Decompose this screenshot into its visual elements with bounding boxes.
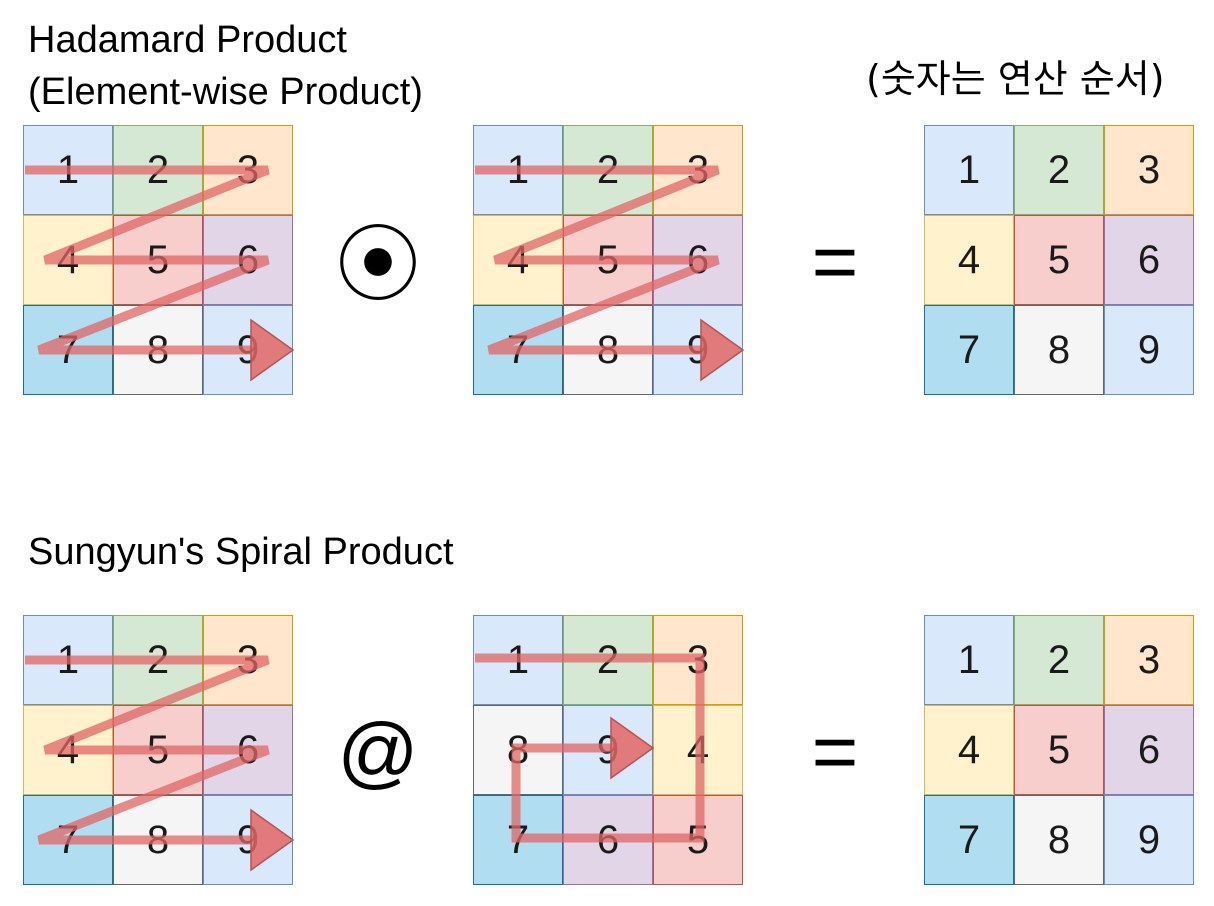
hadamard-subtitle: (Element-wise Product): [28, 71, 423, 113]
matrix-cell: 8: [1014, 305, 1104, 395]
matrix-cell: 1: [23, 125, 113, 215]
matrix-cell: 7: [924, 305, 1014, 395]
matrix-cell: 3: [203, 615, 293, 705]
matrix-cell: 2: [563, 615, 653, 705]
matrix-cell: 2: [1014, 125, 1104, 215]
matrix-cell: 6: [653, 215, 743, 305]
order-note: (숫자는 연산 순서): [866, 57, 1165, 101]
spiral-title: Sungyun's Spiral Product: [28, 531, 454, 573]
matrix-cell: 3: [653, 125, 743, 215]
matrix-cell: 1: [473, 125, 563, 215]
matrix-cell: 6: [203, 215, 293, 305]
matrix-cell: 7: [473, 305, 563, 395]
matrix-cell: 7: [23, 795, 113, 885]
matrix-cell: 9: [653, 305, 743, 395]
matrix-cell: 7: [924, 795, 1014, 885]
matrix-cell: 9: [203, 795, 293, 885]
matrix-cell: 4: [473, 215, 563, 305]
matrix-cell: 2: [1014, 615, 1104, 705]
matrix-cell: 7: [473, 795, 563, 885]
matrix-cell: 3: [203, 125, 293, 215]
matrix-cell: 5: [563, 215, 653, 305]
matrix-cell: 2: [113, 125, 203, 215]
spiral-equals: =: [811, 707, 859, 796]
matrix-cell: 5: [113, 215, 203, 305]
matrix-cell: 8: [563, 305, 653, 395]
matrix-cell: 1: [473, 615, 563, 705]
matrix-cell: 1: [924, 125, 1014, 215]
matrix-cell: 9: [1104, 795, 1194, 885]
hadamard-title: Hadamard Product: [28, 19, 347, 61]
matrix-cell: 8: [1014, 795, 1104, 885]
matrix-cell: 5: [653, 795, 743, 885]
matrix-cell: 8: [473, 705, 563, 795]
matrix-cell: 4: [924, 705, 1014, 795]
matrix-cell: 5: [1014, 215, 1104, 305]
spiral-operator: @: [337, 707, 419, 796]
matrix-cell: 8: [113, 795, 203, 885]
matrix-cell: 9: [203, 305, 293, 395]
matrix-cell: 4: [653, 705, 743, 795]
matrix-cell: 6: [563, 795, 653, 885]
matrix-cell: 3: [1104, 615, 1194, 705]
matrix-cell: 2: [113, 615, 203, 705]
matrix-cell: 4: [23, 705, 113, 795]
matrix-cell: 3: [653, 615, 743, 705]
matrix-cell: 1: [23, 615, 113, 705]
hadamard-equals: =: [811, 217, 859, 306]
matrix-cell: 3: [1104, 125, 1194, 215]
matrix-cell: 1: [924, 615, 1014, 705]
matrix-cell: 6: [203, 705, 293, 795]
matrix-cell: 5: [113, 705, 203, 795]
matrix-cell: 5: [1014, 705, 1104, 795]
matrix-cell: 8: [113, 305, 203, 395]
hadamard-operator: ⦿: [335, 218, 420, 312]
matrix-cell: 4: [924, 215, 1014, 305]
matrix-cell: 6: [1104, 705, 1194, 795]
matrix-cell: 9: [563, 705, 653, 795]
matrix-cell: 4: [23, 215, 113, 305]
matrix-cell: 2: [563, 125, 653, 215]
matrix-cell: 6: [1104, 215, 1194, 305]
matrix-cell: 7: [23, 305, 113, 395]
matrix-cell: 9: [1104, 305, 1194, 395]
